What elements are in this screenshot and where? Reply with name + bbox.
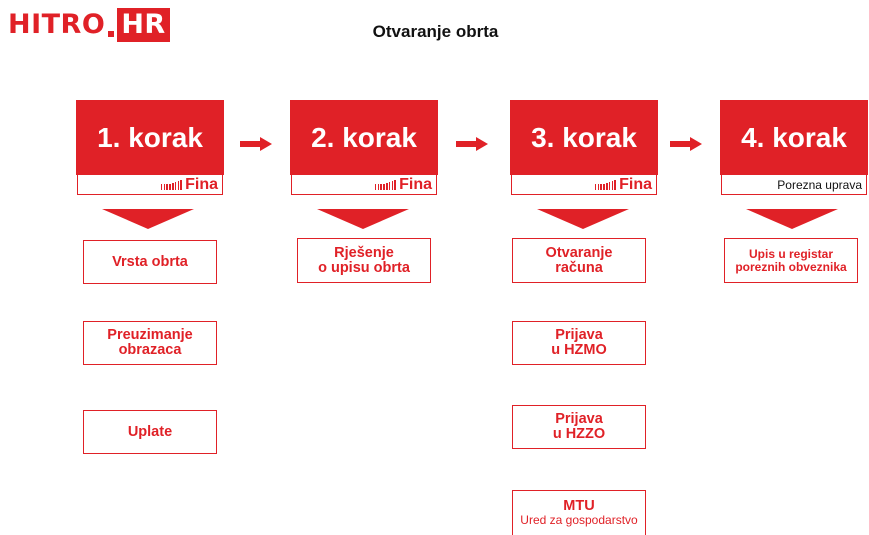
task-label: u HZZO (552, 426, 606, 442)
task-label: Rješenje (334, 244, 394, 261)
step-4-header: 4. korak (720, 100, 868, 175)
fina-logo: Fina (594, 175, 652, 194)
task-upis-u-registar[interactable]: Upis u registar poreznih obveznika (724, 238, 858, 283)
task-label: obrazaca (118, 342, 182, 358)
step-2-label: 2. korak (311, 121, 417, 153)
task-label: Upis u registar (748, 246, 834, 261)
task-label: Otvaranje (545, 244, 613, 261)
step-4-provider: Porezna uprava (721, 175, 867, 195)
task-label: Prijava (555, 411, 603, 427)
down-arrow-icon (746, 209, 838, 229)
step-3-header: 3. korak (510, 100, 658, 175)
task-prijava-u-hzzo[interactable]: Prijava u HZZO (512, 405, 646, 449)
fina-bars-icon (374, 179, 397, 190)
hitro-hr-logo[interactable]: HITRO HR (8, 8, 170, 42)
step-3-provider: Fina (511, 175, 657, 195)
task-label: u HZMO (551, 342, 607, 358)
step-4-label: 4. korak (741, 121, 847, 153)
step-1-header: 1. korak (76, 100, 224, 175)
task-note: Ured za gospodarstvo (520, 513, 638, 527)
task-mtu[interactable]: MTU Ured za gospodarstvo (512, 490, 646, 535)
down-arrow-icon (317, 209, 409, 229)
task-uplate[interactable]: Uplate (83, 410, 217, 454)
task-label: poreznih obveznika (735, 259, 847, 274)
task-prijava-u-hzmo[interactable]: Prijava u HZMO (512, 321, 646, 365)
fina-logo-text: Fina (185, 175, 218, 193)
logo-dot (108, 31, 115, 37)
fina-bars-icon (160, 179, 183, 190)
task-label: MTU (563, 498, 595, 514)
right-arrow-icon (456, 137, 488, 151)
task-preuzimanje-obrazaca[interactable]: Preuzimanje obrazaca (83, 321, 217, 365)
task-label: o upisu obrta (318, 259, 410, 276)
down-arrow-icon (537, 209, 629, 229)
step-3-label: 3. korak (531, 121, 637, 153)
step-2-provider: Fina (291, 175, 437, 195)
task-label: Preuzimanje (107, 327, 193, 343)
fina-bars-icon (594, 179, 617, 190)
fina-logo: Fina (160, 175, 218, 194)
task-label: Prijava (555, 327, 603, 343)
down-arrow-icon (102, 209, 194, 229)
right-arrow-icon (670, 137, 702, 151)
porezna-uprava-label: Porezna uprava (777, 177, 862, 192)
task-label: Vrsta obrta (112, 253, 188, 270)
logo-text-hitro: HITRO (8, 9, 106, 40)
page-title: Otvaranje obrta (372, 22, 499, 41)
fina-logo: Fina (374, 175, 432, 194)
task-rjesenje-o-upisu-obrta[interactable]: Rješenje o upisu obrta (297, 238, 431, 283)
task-label: računa (555, 259, 603, 276)
task-otvaranje-racuna[interactable]: Otvaranje računa (512, 238, 646, 283)
task-label: Uplate (127, 423, 173, 440)
step-2-header: 2. korak (290, 100, 438, 175)
fina-logo-text: Fina (619, 175, 652, 193)
right-arrow-icon (240, 137, 272, 151)
step-1-label: 1. korak (97, 121, 203, 153)
task-vrsta-obrta[interactable]: Vrsta obrta (83, 240, 217, 284)
step-1-provider: Fina (77, 175, 223, 195)
fina-logo-text: Fina (399, 175, 432, 193)
logo-text-hr: HR (117, 8, 170, 42)
